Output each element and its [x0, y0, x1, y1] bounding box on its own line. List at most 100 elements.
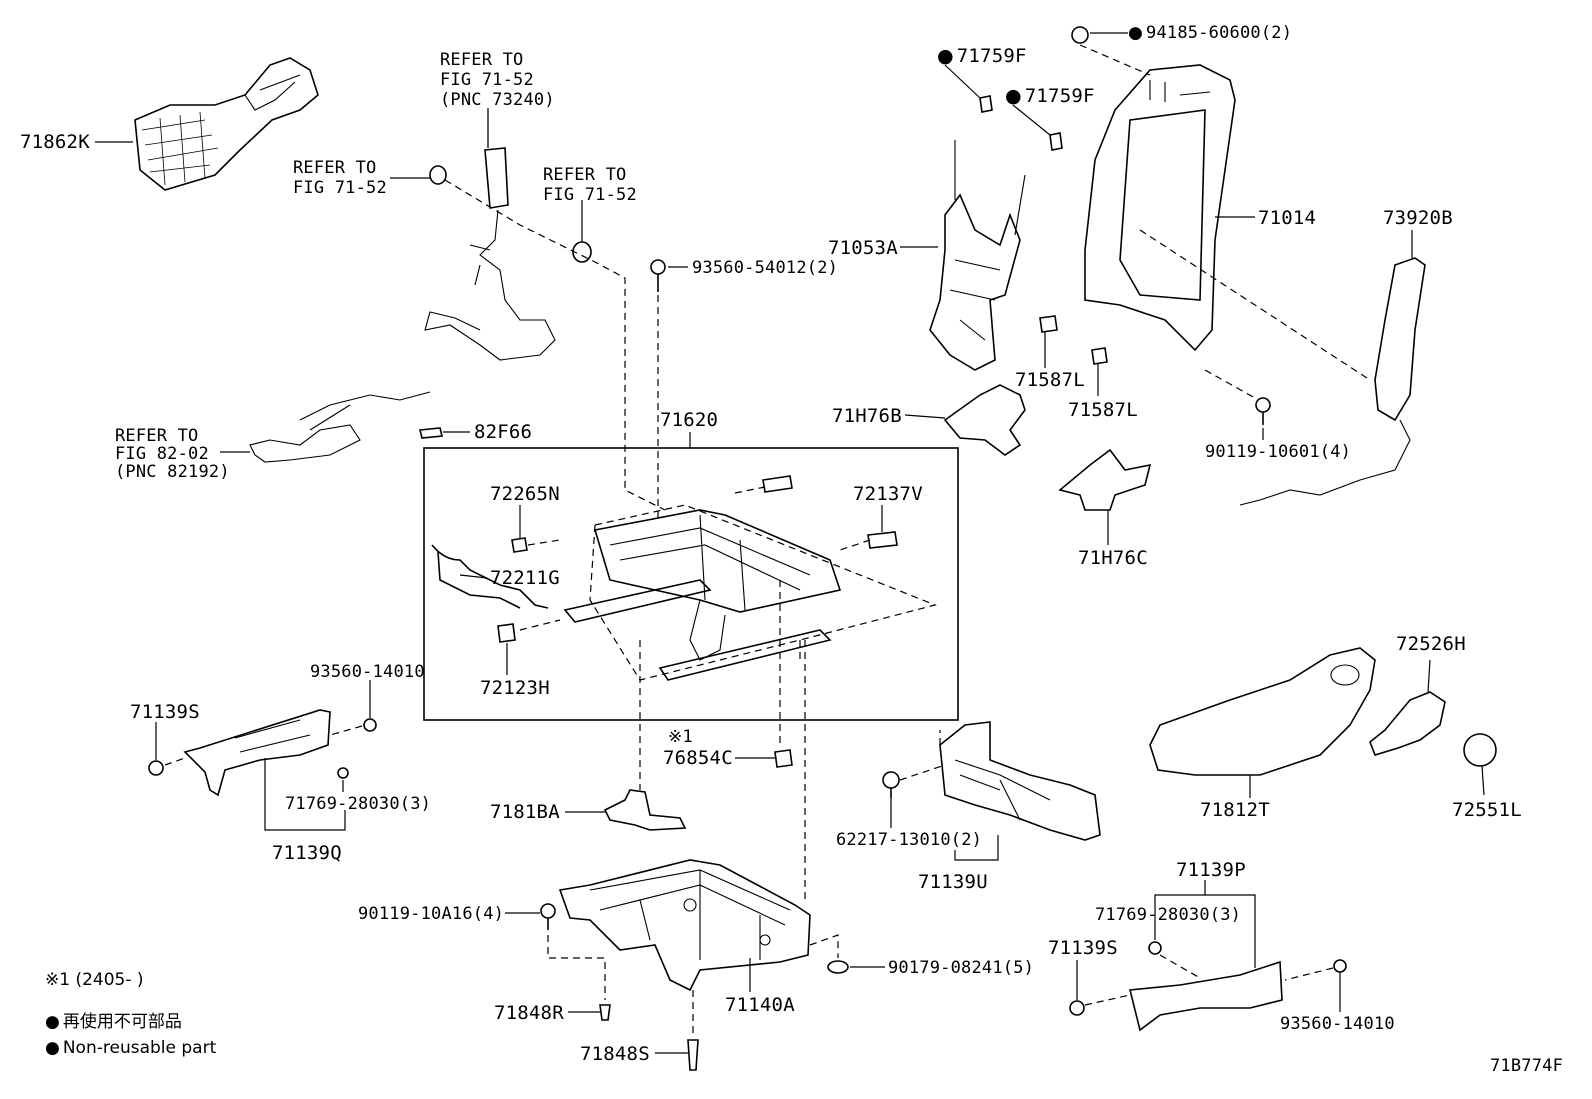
nut-71769-b-drawing — [1148, 941, 1162, 955]
leader-72211g — [459, 574, 488, 579]
clip-71759f-b-drawing — [1049, 132, 1063, 151]
leader-71759f-a — [944, 64, 981, 99]
label-7181ba: 7181BA — [490, 801, 560, 823]
back-board-71053a-drawing — [929, 140, 1026, 371]
label-refer-8202-1: REFER TO — [115, 426, 199, 446]
leader-71h76b — [904, 414, 946, 419]
label-72551l: 72551L — [1452, 799, 1522, 821]
label-refer-8202-3: (PNC 82192) — [115, 462, 230, 482]
label-71848s: 71848S — [580, 1043, 650, 1065]
label-72137v: 72137V — [853, 483, 923, 505]
label-refer-a-1: REFER TO — [440, 50, 524, 70]
cap-72551l-drawing — [1463, 733, 1497, 767]
label-71812t: 71812T — [1200, 799, 1270, 821]
label-71140a: 71140A — [725, 994, 795, 1016]
bracket-7181ba-drawing — [603, 789, 687, 831]
dash-small-parts — [519, 539, 871, 631]
label-71769-28030-b: 71769-28030(3) — [1095, 905, 1242, 925]
label-71h76c: 71H76C — [1078, 547, 1148, 569]
label-refer-b-2: FIG 71-52 — [293, 178, 387, 198]
label-71862k: 71862K — [20, 131, 90, 153]
dash-frame — [589, 486, 937, 900]
dash-71139p-b — [1084, 994, 1131, 1006]
dash-71139p-a — [1159, 954, 1201, 979]
dash-71139q — [164, 725, 363, 766]
cover-71h76c-drawing — [1058, 448, 1152, 511]
label-71139s-b: 71139S — [1048, 937, 1118, 959]
bracket-71139u — [954, 835, 999, 861]
label-90119-10a16: 90119-10A16(4) — [358, 904, 505, 924]
clip-71759f-a-drawing — [979, 95, 993, 113]
airbag-73920b-drawing — [1239, 257, 1426, 506]
legend-non-reusable-jp: 再使用不可部品 — [45, 1012, 182, 1032]
cover-71812t-hole — [1330, 664, 1360, 686]
shield-71139p-drawing — [1128, 960, 1283, 1032]
label-73920b: 73920B — [1383, 207, 1453, 229]
label-71014: 71014 — [1258, 207, 1317, 229]
dash-airbag — [1139, 229, 1371, 381]
label-refer-a-3: (PNC 73240) — [440, 90, 555, 110]
label-72265n: 72265N — [490, 483, 560, 505]
label-93560-54012: 93560-54012(2) — [692, 258, 839, 278]
dash-90179 — [809, 934, 839, 958]
grommet-a-drawing — [429, 165, 447, 185]
shield-71139q-drawing — [148, 709, 377, 797]
label-82f66: 82F66 — [474, 421, 533, 443]
legend-note1: ※1 (2405- ) — [45, 970, 144, 990]
legend-non-reusable-en: Non-reusable part — [45, 1038, 216, 1058]
label-90179-08241: 90179-08241(5) — [888, 958, 1035, 978]
label-71769-28030-a: 71769-28030(3) — [285, 794, 432, 814]
label-refer-c-1: REFER TO — [543, 165, 627, 185]
bracket-71139q — [264, 758, 346, 831]
label-refer-a-2: FIG 71-52 — [440, 70, 534, 90]
label-71620: 71620 — [660, 409, 719, 431]
label-refer-b-1: REFER TO — [293, 158, 377, 178]
shield-71139u-drawing — [939, 721, 1101, 841]
leader-72551l — [1481, 765, 1485, 796]
nut-90179-drawing — [827, 960, 849, 974]
label-76854c: 76854C — [663, 747, 733, 769]
dash-90119-10601 — [1204, 369, 1256, 399]
label-71139u: 71139U — [918, 871, 988, 893]
label-72211g: 72211G — [490, 567, 560, 589]
label-71759f-a: 71759F — [937, 46, 1027, 66]
label-71587l-b: 71587L — [1068, 399, 1138, 421]
dash-90119-10a16 — [547, 935, 606, 1000]
seatbelt-buckle-drawing — [424, 110, 556, 361]
dash-71139p-c — [1284, 967, 1334, 981]
knob-72526h-drawing — [1369, 691, 1446, 756]
label-71139p: 71139P — [1176, 859, 1246, 881]
label-72526h: 72526H — [1396, 633, 1466, 655]
bolt-90119-10a16-drawing — [540, 903, 556, 930]
leader-71759f-b — [1012, 104, 1051, 136]
clip-76854c-drawing — [774, 749, 793, 768]
label-71053a: 71053A — [828, 237, 898, 259]
clip-82f66-drawing — [418, 427, 444, 439]
label-93560-14010-b: 93560-14010 — [1280, 1014, 1395, 1034]
clip-71139s-b-drawing — [1069, 1000, 1085, 1016]
clip-62217-drawing — [882, 771, 900, 798]
harness-82192-drawing — [249, 391, 431, 463]
label-93560-14010-a: 93560-14010 — [310, 662, 425, 682]
back-frame-71014-drawing — [1084, 64, 1236, 352]
label-refer-8202-2: FIG 82-02 — [115, 444, 209, 464]
figure-id: 71B774F — [1490, 1056, 1564, 1076]
label-90119-10601: 90119-10601(4) — [1205, 442, 1352, 462]
dash-71139u — [899, 730, 946, 781]
label-refer-c-2: FIG 71-52 — [543, 185, 637, 205]
nut-94185-drawing — [1071, 26, 1089, 44]
bolt-71848r-drawing — [599, 1004, 611, 1021]
dash-belt-to-frame — [444, 179, 666, 511]
label-62217-13010: 62217-13010(2) — [836, 830, 983, 850]
clip-71587l-b-drawing — [1091, 347, 1108, 365]
clip-93560-14010-b-drawing — [1333, 959, 1347, 973]
bolt-93560-54012-drawing — [650, 259, 666, 292]
label-71139q: 71139Q — [272, 842, 342, 864]
part-71862k-drawing — [134, 57, 319, 191]
label-71759f-b: 71759F — [1005, 86, 1095, 106]
cover-71h76b-drawing — [943, 384, 1026, 456]
bolt-71848s-drawing — [687, 1039, 699, 1071]
label-71h76b: 71H76B — [832, 405, 902, 427]
label-71848r: 71848R — [494, 1002, 564, 1024]
